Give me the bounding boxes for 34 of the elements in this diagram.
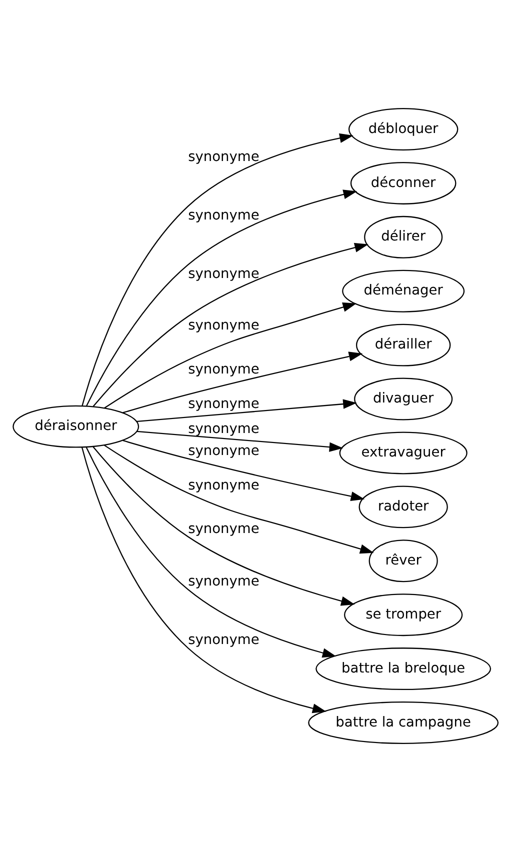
node-ellipse: rêver: [368, 539, 438, 582]
arrow: [86, 446, 336, 658]
node-ellipse: débloquer: [348, 108, 458, 150]
arrow: [104, 302, 357, 408]
edge-label: synonyme: [188, 442, 260, 458]
arrow: [92, 242, 368, 406]
arrow: [122, 351, 363, 413]
arrow: [82, 132, 354, 406]
arrow: [104, 444, 374, 554]
edge-label: synonyme: [188, 632, 260, 648]
arrow: [81, 446, 326, 713]
edge-label: synonyme: [188, 266, 260, 282]
edge-label: synonyme: [188, 148, 260, 164]
node-ellipse: déconner: [350, 161, 456, 204]
node-ellipse: délirer: [364, 215, 443, 258]
node-ellipse: dérailler: [356, 323, 451, 366]
node-ellipse: se tromper: [344, 593, 463, 636]
node-ellipse: extravaguer: [339, 431, 468, 474]
edge-label: synonyme: [188, 520, 260, 536]
edge-label: synonyme: [188, 360, 260, 377]
arrow: [122, 439, 365, 501]
arrow: [86, 189, 358, 406]
edge-label: synonyme: [188, 206, 260, 223]
edge-label: synonyme: [188, 573, 260, 590]
edge-label: synonyme: [188, 420, 260, 437]
edge-label: synonyme: [188, 476, 260, 493]
node-ellipse: radoter: [358, 485, 448, 528]
arrow: [92, 446, 355, 606]
arrow: [136, 398, 357, 422]
arrow: [136, 430, 344, 452]
node-ellipse: divaguer: [354, 377, 453, 420]
edge-label: synonyme: [188, 317, 260, 334]
edge-label: synonyme: [188, 395, 260, 412]
node-ellipse: déraisonner: [12, 404, 140, 448]
